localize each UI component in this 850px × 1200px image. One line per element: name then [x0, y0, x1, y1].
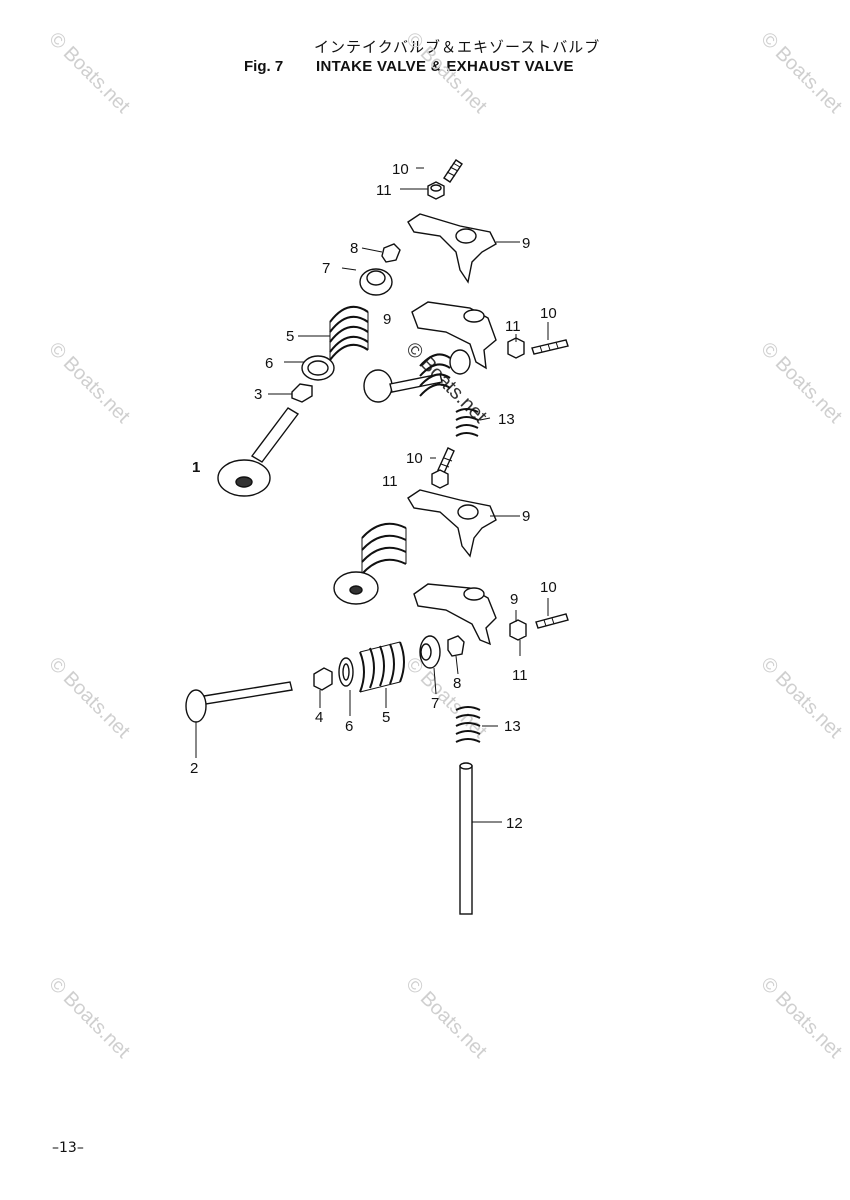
watermark: © Boats.net — [756, 28, 846, 118]
watermark: © Boats.net — [756, 973, 846, 1063]
callout-label: 9 — [522, 235, 530, 252]
assembled-valve-spring — [333, 522, 407, 605]
callout-label: 8 — [453, 675, 461, 692]
adjusting-screw — [437, 447, 455, 474]
callout-label: 10 — [406, 450, 423, 467]
spring-retainer — [359, 268, 393, 296]
valve-spring — [359, 641, 405, 693]
intake-valve — [217, 407, 300, 497]
callout-label: 6 — [265, 355, 273, 372]
adjusting-screw — [443, 159, 463, 183]
rocker-arm — [407, 489, 497, 558]
callout-label: 10 — [392, 161, 409, 178]
small-spring — [455, 408, 479, 437]
callout-label: 3 — [254, 386, 262, 403]
exhaust-valve — [185, 681, 293, 723]
watermarks: © Boats.net © Boats.net © Boats.net © Bo… — [44, 28, 846, 1063]
title-japanese: インテイクバルブ＆エキゾーストバルブ — [314, 38, 601, 56]
watermark: © Boats.net — [401, 653, 491, 743]
valve-spring — [329, 305, 369, 361]
lock-nut — [427, 181, 445, 200]
rocker-arm — [407, 213, 497, 284]
page-number: –13– — [52, 1140, 84, 1156]
callout-label: 12 — [506, 815, 523, 832]
valve-cotter — [381, 243, 401, 263]
watermark: © Boats.net — [44, 653, 134, 743]
watermark: © Boats.net — [44, 28, 134, 118]
watermark: © Boats.net — [756, 653, 846, 743]
adjusting-screw — [531, 339, 569, 355]
watermark: © Boats.net — [401, 28, 491, 118]
valve-cotter — [447, 635, 465, 657]
callout-label: 6 — [345, 718, 353, 735]
valve-stem-seal — [313, 667, 333, 691]
rocker-arm — [411, 301, 497, 370]
callout-label: 11 — [505, 318, 521, 335]
callout-label: 9 — [510, 591, 518, 608]
watermark: © Boats.net — [401, 973, 491, 1063]
watermark: © Boats.net — [44, 973, 134, 1063]
callout-label: 11 — [512, 667, 528, 684]
callout-label: 9 — [522, 508, 530, 525]
callout-label: 10 — [540, 579, 557, 596]
callout-labels: 10 11 9 8 7 9 10 11 5 6 3 13 1 10 11 9 1… — [190, 161, 557, 832]
callout-label: 2 — [190, 760, 198, 777]
callout-label: 1 — [192, 459, 200, 476]
small-spring — [455, 706, 481, 743]
lock-nut — [431, 469, 449, 489]
title-english: INTAKE VALVE & EXHAUST VALVE — [316, 58, 574, 75]
callout-label: 7 — [322, 260, 330, 277]
valve-stem-seal — [291, 383, 313, 403]
spring-seat-washer — [338, 657, 354, 687]
rocker-arm — [413, 583, 497, 646]
callout-label: 10 — [540, 305, 557, 322]
spring-retainer — [419, 635, 441, 669]
assembled-valve-spring — [363, 349, 471, 403]
watermark: © Boats.net — [756, 338, 846, 428]
callout-label: 5 — [382, 709, 390, 726]
push-rod — [459, 762, 473, 915]
callout-label: 4 — [315, 709, 323, 726]
figure-label: Fig. 7 — [244, 58, 284, 75]
spring-seat-washer — [301, 355, 335, 381]
callout-label: 9 — [383, 311, 391, 328]
callout-label: 11 — [376, 182, 392, 199]
adjusting-screw — [535, 613, 569, 629]
callout-label: 5 — [286, 328, 294, 345]
callout-label: 8 — [350, 240, 358, 257]
lock-nut — [509, 619, 527, 641]
watermark: © Boats.net — [44, 338, 134, 428]
callout-label: 7 — [431, 695, 439, 712]
callout-label: 11 — [382, 473, 398, 490]
callout-label: 13 — [504, 718, 521, 735]
callout-label: 13 — [498, 411, 515, 428]
leader-lines — [195, 167, 549, 823]
